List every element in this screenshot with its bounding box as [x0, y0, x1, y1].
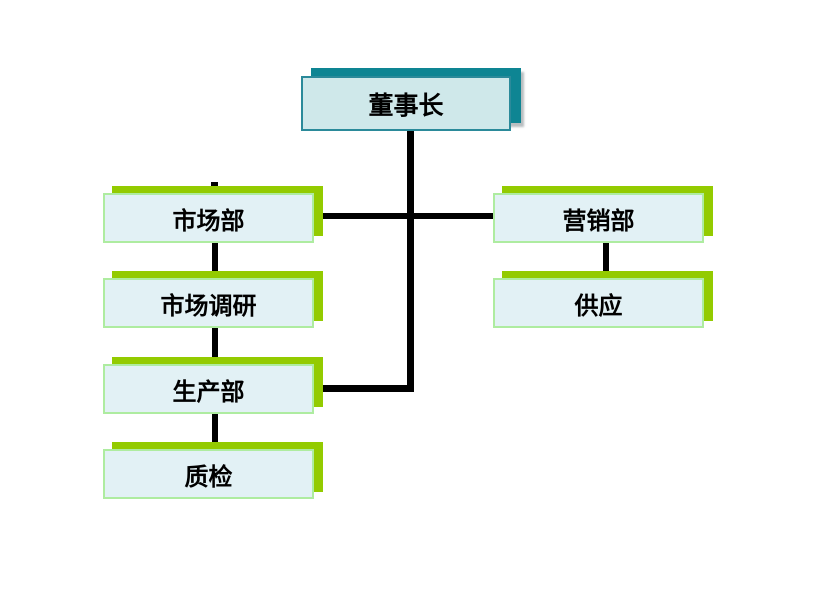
connector-research-to-production: [212, 328, 218, 364]
node-box: 质检: [103, 449, 314, 499]
org-node-market-research: 市场调研: [103, 271, 323, 328]
node-box: 市场调研: [103, 278, 314, 328]
connector-sales-to-supply: [603, 243, 609, 278]
node-label: 质检: [184, 463, 233, 491]
node-box: 生产部: [103, 364, 314, 414]
node-label: 市场调研: [160, 292, 257, 320]
connector-production-horizontal: [323, 385, 414, 392]
node-box: 市场部: [103, 193, 314, 243]
org-node-production: 生产部: [103, 357, 323, 414]
org-node-supply: 供应: [493, 271, 713, 328]
org-node-chairman: 董事长: [301, 68, 521, 131]
org-node-marketing: 市场部: [103, 186, 323, 243]
connector-row1-horizontal: [323, 213, 493, 219]
node-label: 供应: [574, 292, 623, 320]
node-box: 董事长: [301, 76, 511, 131]
node-label: 生产部: [172, 378, 245, 406]
node-label: 董事长: [368, 91, 444, 120]
node-label: 营销部: [562, 207, 635, 235]
node-label: 市场部: [172, 207, 245, 235]
connector-marketing-to-research: [212, 243, 218, 278]
org-node-sales: 营销部: [493, 186, 713, 243]
connector-production-to-quality: [212, 414, 218, 449]
connector-stub-above-marketing: [211, 182, 218, 186]
connector-trunk-vertical: [407, 131, 414, 392]
node-box: 营销部: [493, 193, 704, 243]
org-node-quality: 质检: [103, 442, 323, 499]
node-box: 供应: [493, 278, 704, 328]
